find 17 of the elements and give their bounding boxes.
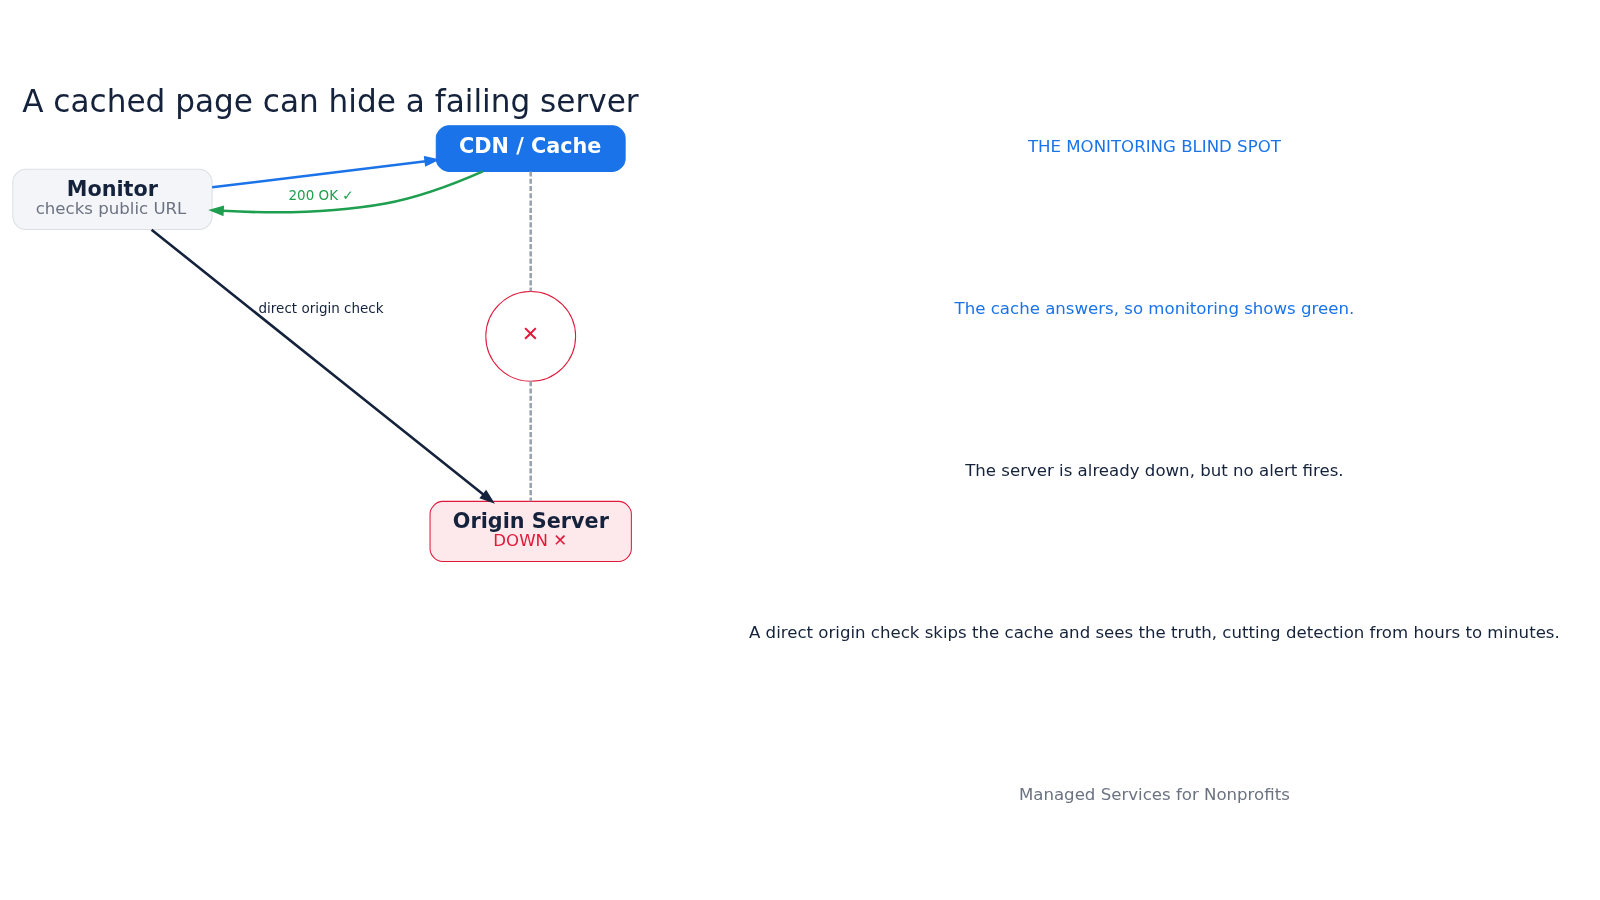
connector: [529, 381, 532, 502]
arrow: [208, 170, 484, 217]
diagram-title: A cached page can hide a failing server: [22, 83, 639, 120]
node-box: Monitor checks public URL: [12, 168, 213, 230]
node-box: CDN / Cache: [435, 125, 626, 172]
connector: [529, 171, 532, 292]
node-circle: ✕: [485, 290, 577, 382]
edge-label: direct origin check: [258, 299, 384, 316]
arrow: [150, 228, 495, 504]
node-box: Origin Server DOWN ✕: [429, 500, 632, 563]
label: Managed Services for Nonprofits: [1018, 785, 1290, 805]
label: The server is already down, but no alert fires.: [965, 461, 1344, 481]
arrow: [212, 155, 440, 189]
label: A direct origin check skips the cache and sees the truth, cutting detection from hours to minutes.: [749, 623, 1560, 643]
edge-label: 200 OK ✓: [288, 186, 354, 203]
label: The cache answers, so monitoring shows green.: [954, 299, 1355, 319]
label: THE MONITORING BLIND SPOT: [1027, 137, 1281, 157]
